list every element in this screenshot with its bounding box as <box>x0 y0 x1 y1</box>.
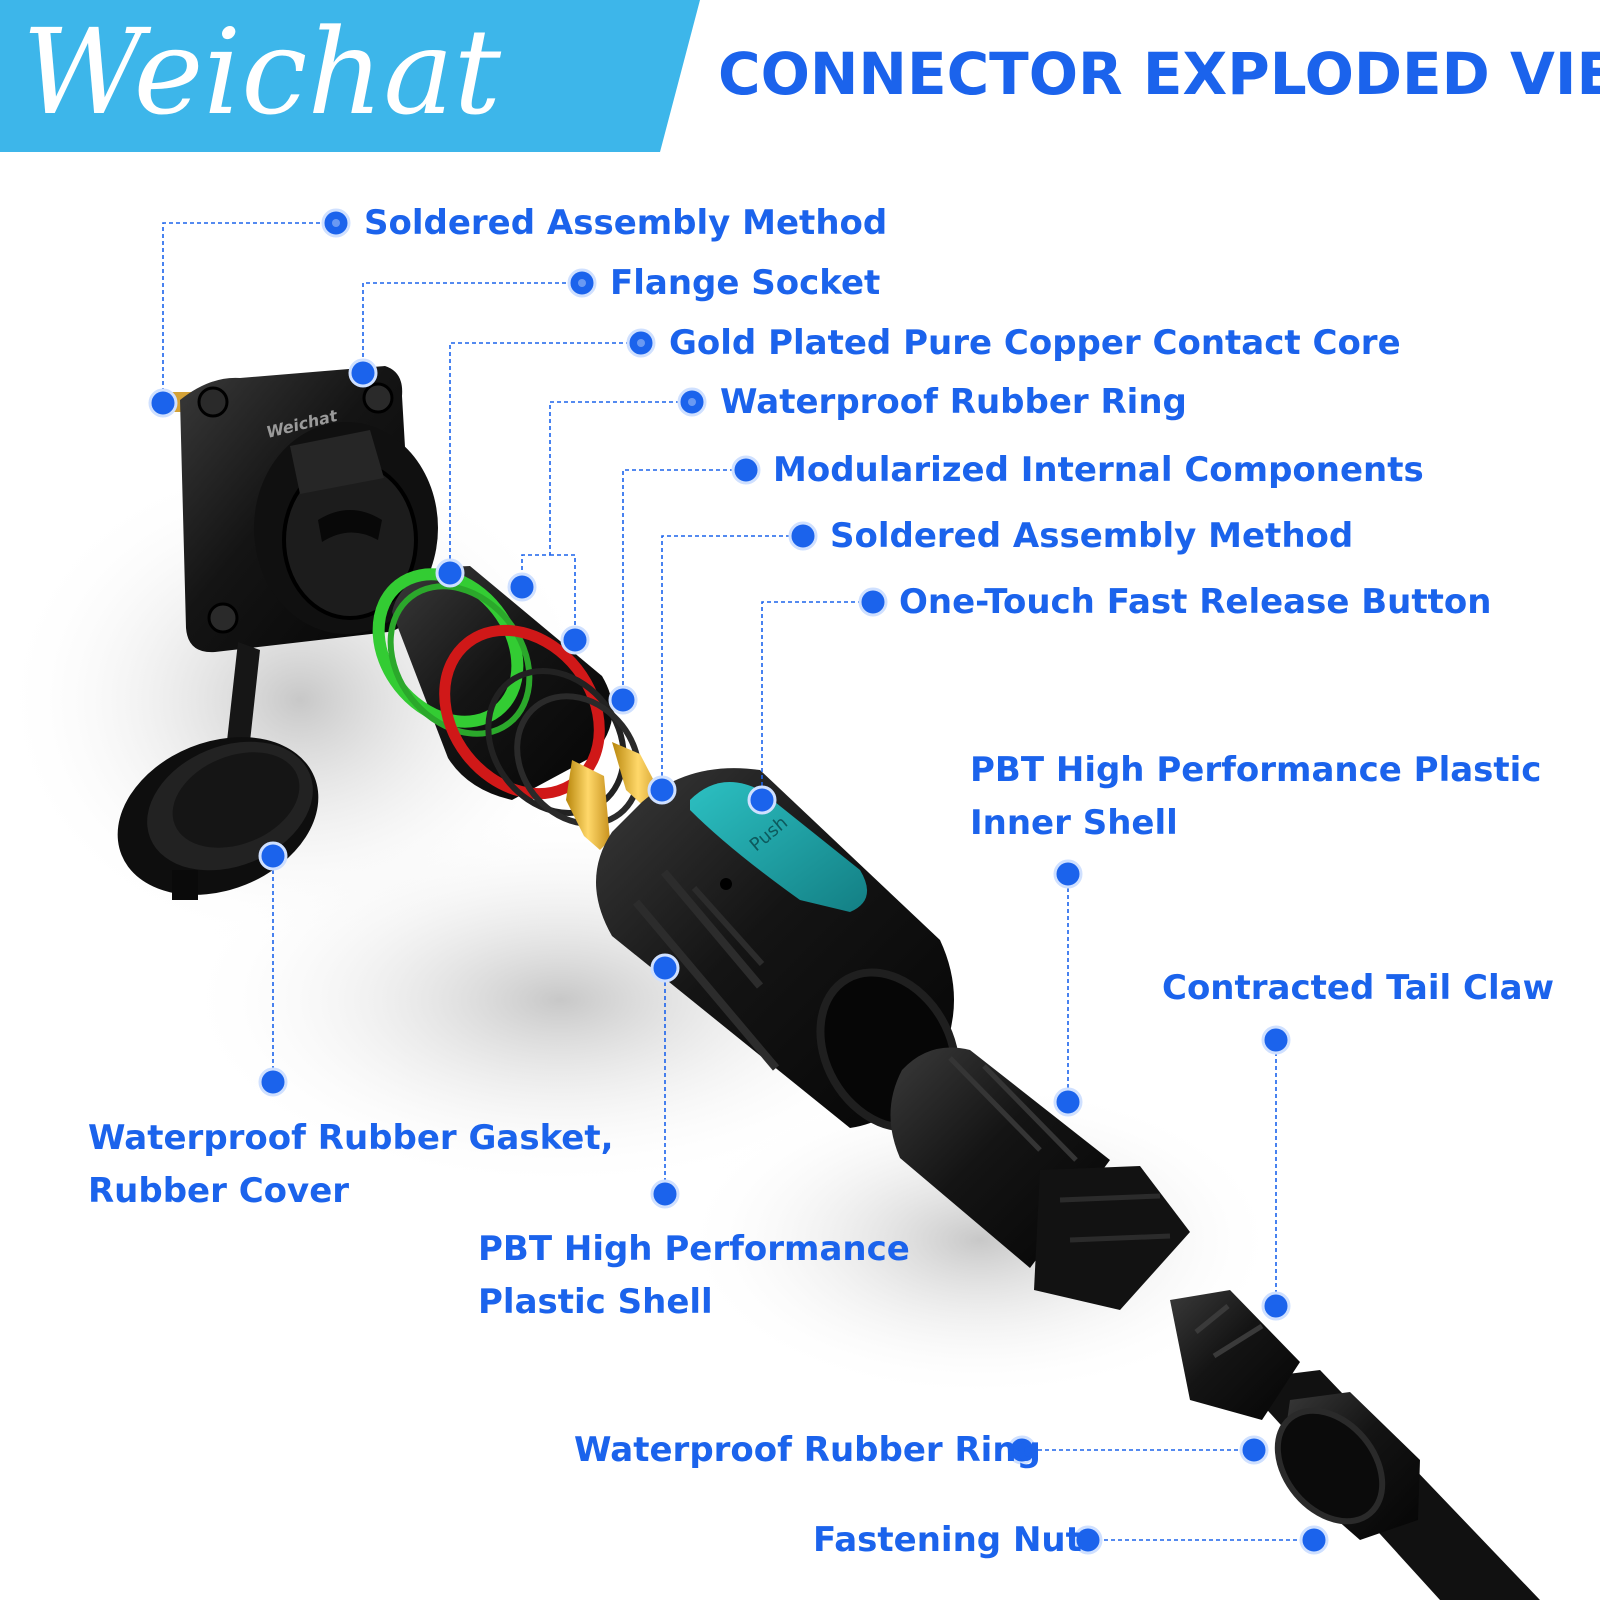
label-rubber-gasket-cover: Waterproof Rubber Gasket, Rubber Cover <box>88 1118 614 1211</box>
callout-markers <box>148 208 1329 1555</box>
plastic-shell-art: Push <box>596 768 960 1132</box>
label-pbt-plastic-shell: PBT High Performance Plastic Shell <box>478 1229 910 1322</box>
flange-socket-art: Weichat <box>162 366 438 760</box>
leader-lines <box>162 222 1314 1541</box>
fastening-nut-art <box>1274 1392 1420 1540</box>
push-button <box>690 782 868 912</box>
page-title: CONNECTOR EXPLODED VIEW <box>718 40 1600 108</box>
shadow-right <box>680 1080 1280 1400</box>
modular-insert-art <box>372 566 664 850</box>
inner-shell-art <box>890 1047 1190 1310</box>
label-fastening-nut: Fastening Nut <box>813 1520 1082 1560</box>
label-flange-socket: Flange Socket <box>610 263 881 303</box>
label-pbt-inner-shell: PBT High Performance Plastic Inner Shell <box>970 750 1542 843</box>
tail-claw-art <box>1170 1290 1300 1420</box>
brand-logo: Weichat <box>22 3 502 141</box>
label-contracted-tail-claw: Contracted Tail Claw <box>1162 968 1554 1008</box>
label-soldered-assembly-method-top: Soldered Assembly Method <box>364 203 888 243</box>
label-modularized-internal-components: Modularized Internal Components <box>773 450 1424 490</box>
label-gold-plated-contact-core: Gold Plated Pure Copper Contact Core <box>669 323 1401 363</box>
header-band <box>0 0 700 152</box>
label-waterproof-rubber-ring-lower: Waterproof Rubber Ring <box>574 1430 1041 1470</box>
label-waterproof-rubber-ring-upper: Waterproof Rubber Ring <box>720 382 1187 422</box>
label-soldered-assembly-method-lower: Soldered Assembly Method <box>830 516 1354 556</box>
label-fast-release-button: One-Touch Fast Release Button <box>899 582 1492 622</box>
